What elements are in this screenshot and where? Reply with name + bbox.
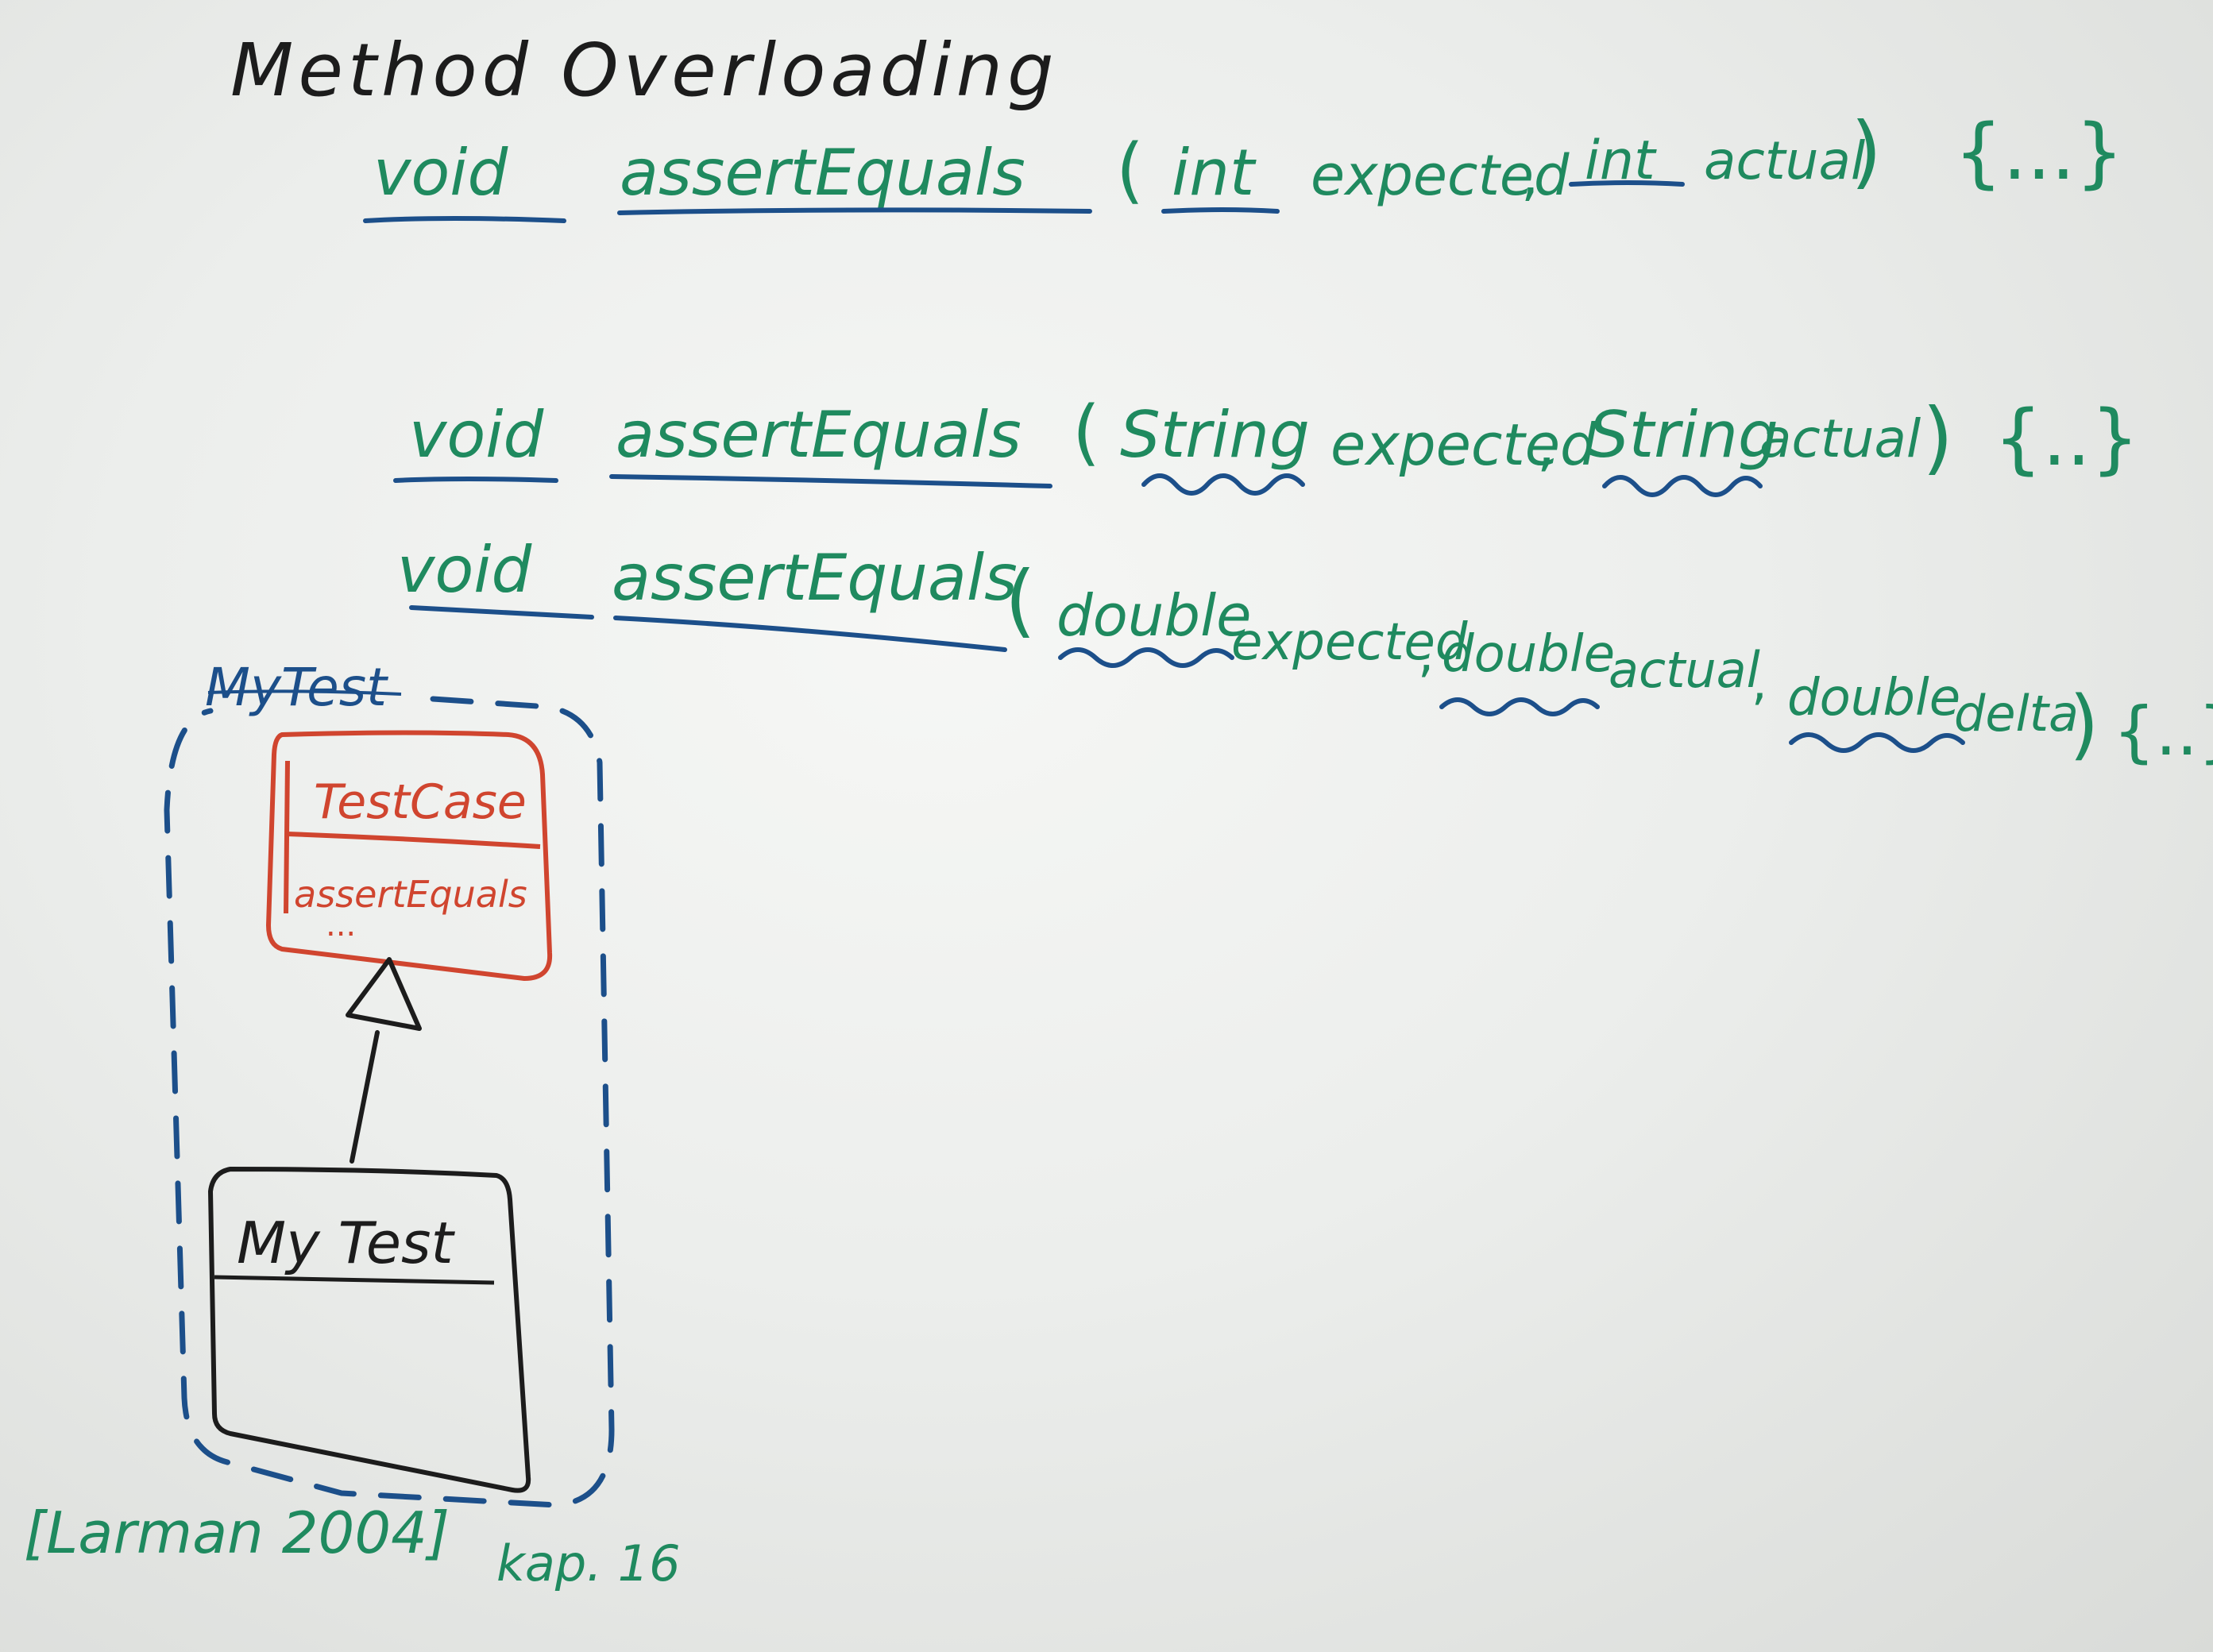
- subclass-box: [208, 1167, 531, 1493]
- return-type: void: [397, 533, 533, 607]
- package-label-strike: [207, 689, 402, 696]
- underline-param-type: [1161, 207, 1280, 214]
- underline-method-name: [617, 207, 1092, 215]
- superclass-divider: [287, 832, 541, 849]
- package-label: MyTest: [205, 657, 388, 718]
- param-name: actual: [1759, 408, 1921, 469]
- method-name: assertEquals: [612, 541, 1018, 615]
- param-type: int: [1172, 136, 1257, 210]
- method-name: assertEquals: [620, 136, 1025, 210]
- subclass-name: My Test: [237, 1210, 456, 1276]
- method-body: {..}: [1994, 394, 2139, 483]
- underline-return-type: [393, 477, 558, 483]
- param-type: double: [1056, 582, 1251, 649]
- wavy-underline-param-type: [1439, 697, 1600, 716]
- underline-return-type: [363, 216, 566, 223]
- underline-param-type: [1569, 180, 1685, 187]
- close-paren: ): [2069, 680, 2099, 769]
- param-type: double: [1442, 625, 1615, 684]
- param-type: double: [1787, 669, 1960, 728]
- param-name: actual: [1609, 641, 1760, 699]
- method-body: {..}: [2113, 693, 2213, 770]
- param-name: expected: [1331, 411, 1597, 478]
- open-paren: (: [1072, 391, 1100, 474]
- superclass-name: TestCase: [314, 774, 527, 830]
- method-name: assertEquals: [616, 398, 1022, 472]
- wavy-underline-param-type: [1141, 473, 1305, 496]
- wavy-underline-param-type: [1602, 475, 1763, 497]
- board-title: Method Overloading: [230, 28, 1058, 113]
- param-separator: ,: [1521, 143, 1539, 208]
- method-signature-int: void assertEquals ( int expected , int a…: [363, 105, 2124, 223]
- param-separator: ,: [1751, 653, 1767, 711]
- param-name: actual: [1704, 130, 1866, 191]
- open-paren: (: [1116, 129, 1144, 212]
- param-name: expected: [1311, 143, 1570, 208]
- underline-return-type: [409, 605, 594, 620]
- superclass-box: [266, 730, 553, 981]
- method-body: {...}: [1954, 108, 2124, 197]
- close-paren: ): [1922, 391, 1953, 484]
- param-name: delta: [1954, 685, 2079, 743]
- underline-method-name: [613, 616, 1007, 652]
- return-type: void: [409, 398, 545, 472]
- close-paren: ): [1851, 105, 1882, 198]
- package-boundary: [164, 696, 615, 1508]
- superclass-ellipsis: ...: [326, 907, 356, 944]
- superclass-left-bar: [284, 760, 290, 914]
- subclass-divider: [214, 1275, 495, 1285]
- generalization-line: [350, 1030, 380, 1164]
- reference-citation: [Larman 2004]: [24, 1500, 450, 1566]
- underline-method-name: [609, 474, 1052, 488]
- generalization-arrowhead: [346, 957, 422, 1031]
- open-paren: (: [1005, 554, 1036, 647]
- method-signature-string: void assertEquals ( String expected , St…: [393, 391, 2139, 497]
- uml-diagram: MyTest TestCase assertEquals ... My Test: [164, 657, 615, 1508]
- param-separator: ,: [1537, 411, 1555, 478]
- reference: [Larman 2004] kap. 16: [24, 1500, 681, 1592]
- wavy-underline-param-type: [1058, 647, 1234, 668]
- return-type: void: [373, 136, 509, 210]
- param-type: String: [1589, 398, 1779, 472]
- superclass-method: assertEquals: [294, 873, 527, 916]
- param-type: String: [1120, 398, 1310, 472]
- wavy-underline-param-type: [1789, 732, 1965, 753]
- param-separator: ,: [1418, 625, 1434, 684]
- method-signature-double: void assertEquals ( double expected , do…: [397, 533, 2213, 770]
- param-name: expected: [1231, 613, 1468, 672]
- reference-chapter: kap. 16: [496, 1534, 681, 1592]
